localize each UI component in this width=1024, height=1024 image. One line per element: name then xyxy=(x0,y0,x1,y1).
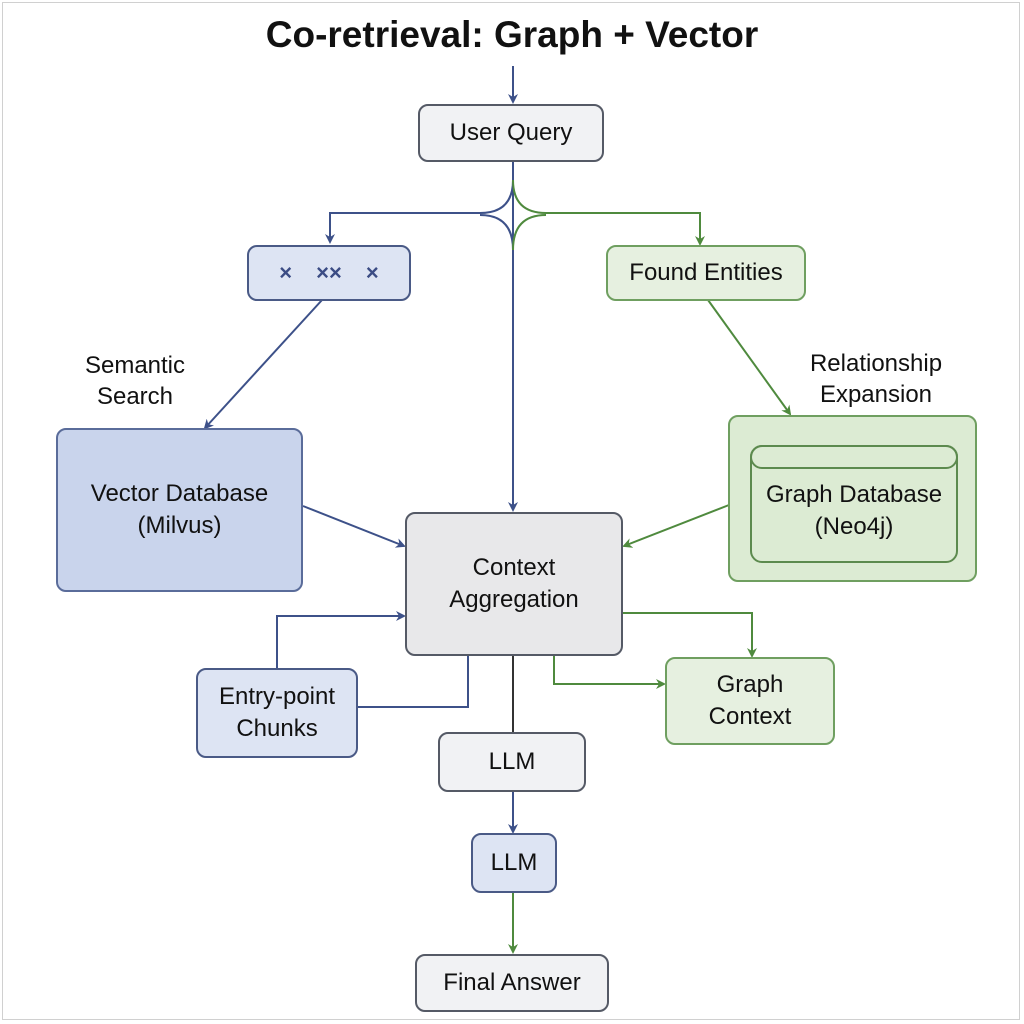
edge-aggregation-to-graphcontext-side xyxy=(553,656,666,689)
entry-point-chunks-line1: Entry-point xyxy=(218,683,336,710)
final-answer-label: Final Answer xyxy=(443,969,581,996)
context-aggregation-node: Context Aggregation xyxy=(405,512,623,656)
graph-database-node: Graph Database (Neo4j) xyxy=(728,415,977,582)
relationship-expansion-label: Relationship Expansion xyxy=(809,350,943,408)
edge-graphdb-to-aggregation xyxy=(622,504,730,548)
llm-node-1: LLM xyxy=(438,732,586,792)
user-query-label: User Query xyxy=(449,119,573,146)
graph-context-line2: Context xyxy=(708,703,792,730)
graph-context-line1: Graph xyxy=(716,671,784,698)
embedding-node: × ×× × xyxy=(247,245,411,301)
llm-2-label: LLM xyxy=(490,849,538,876)
context-aggregation-line2: Aggregation xyxy=(449,586,579,613)
found-entities-label: Found Entities xyxy=(629,259,783,286)
double-x-icon: ×× xyxy=(316,260,342,285)
edge-query-split-left xyxy=(325,179,514,244)
edge-embedding-to-vectordb xyxy=(203,299,323,430)
edge-query-split-left-curve xyxy=(479,214,514,251)
entry-point-chunks-node: Entry-point Chunks xyxy=(196,668,358,758)
vector-database-subtitle: (Milvus) xyxy=(137,512,222,539)
final-answer-node: Final Answer xyxy=(415,954,609,1012)
vector-database-node: Vector Database (Milvus) xyxy=(56,428,303,592)
llm-node-2: LLM xyxy=(471,833,557,893)
edge-chunks-to-aggregation xyxy=(276,611,406,669)
semantic-search-label: Semantic Search xyxy=(84,352,186,410)
edge-query-split-right xyxy=(512,179,705,246)
user-query-node: User Query xyxy=(418,104,604,162)
llm-1-label: LLM xyxy=(488,748,536,775)
found-entities-node: Found Entities xyxy=(606,245,806,301)
graph-database-subtitle: (Neo4j) xyxy=(814,513,894,540)
entry-point-chunks-line2: Chunks xyxy=(236,715,318,742)
graph-database-title: Graph Database xyxy=(765,481,943,508)
edge-query-split-right-curve xyxy=(512,214,547,251)
diagram-title: Co-retrieval: Graph + Vector xyxy=(265,14,759,55)
graph-context-node: Graph Context xyxy=(665,657,835,745)
edge-aggregation-to-chunks xyxy=(357,656,469,708)
database-cylinder-icon: Graph Database (Neo4j) xyxy=(750,445,958,563)
edge-entities-to-graphdb xyxy=(707,299,792,416)
context-aggregation-line1: Context xyxy=(472,554,556,581)
cylinder-top xyxy=(750,445,958,469)
edge-aggregation-to-graphcontext-top xyxy=(622,612,757,658)
x-icon: × xyxy=(365,260,379,285)
x-icon: × xyxy=(279,260,293,285)
vector-database-title: Vector Database xyxy=(90,480,269,507)
edge-vectordb-to-aggregation xyxy=(302,505,406,548)
